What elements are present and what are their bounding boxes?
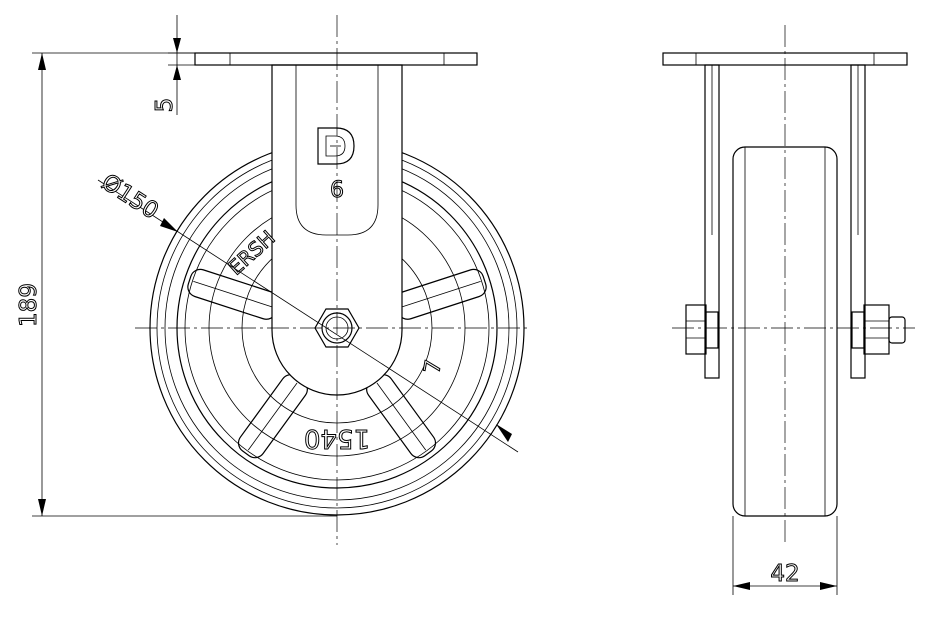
- front-center-lines: [135, 15, 530, 545]
- height-label: 189: [16, 283, 42, 327]
- height-dimension: 189: [16, 52, 337, 517]
- side-fork-legs: [704, 64, 866, 379]
- side-view: 42: [662, 25, 915, 595]
- side-center-lines: [672, 25, 915, 545]
- brand-text: ERSH: [223, 226, 279, 280]
- plate-thickness-label: 5: [152, 98, 178, 113]
- plate-thickness-dimension: 5: [152, 15, 195, 115]
- side-axle: [685, 304, 906, 355]
- top-plate: [194, 52, 478, 66]
- width-dimension: 42: [732, 516, 838, 595]
- wheel-mark-text: 7: [420, 358, 447, 376]
- diameter-label: Ø150: [97, 169, 163, 225]
- width-label: 42: [770, 561, 799, 587]
- front-view: 6 ERSH 1540 7 Ø150 189: [16, 15, 530, 545]
